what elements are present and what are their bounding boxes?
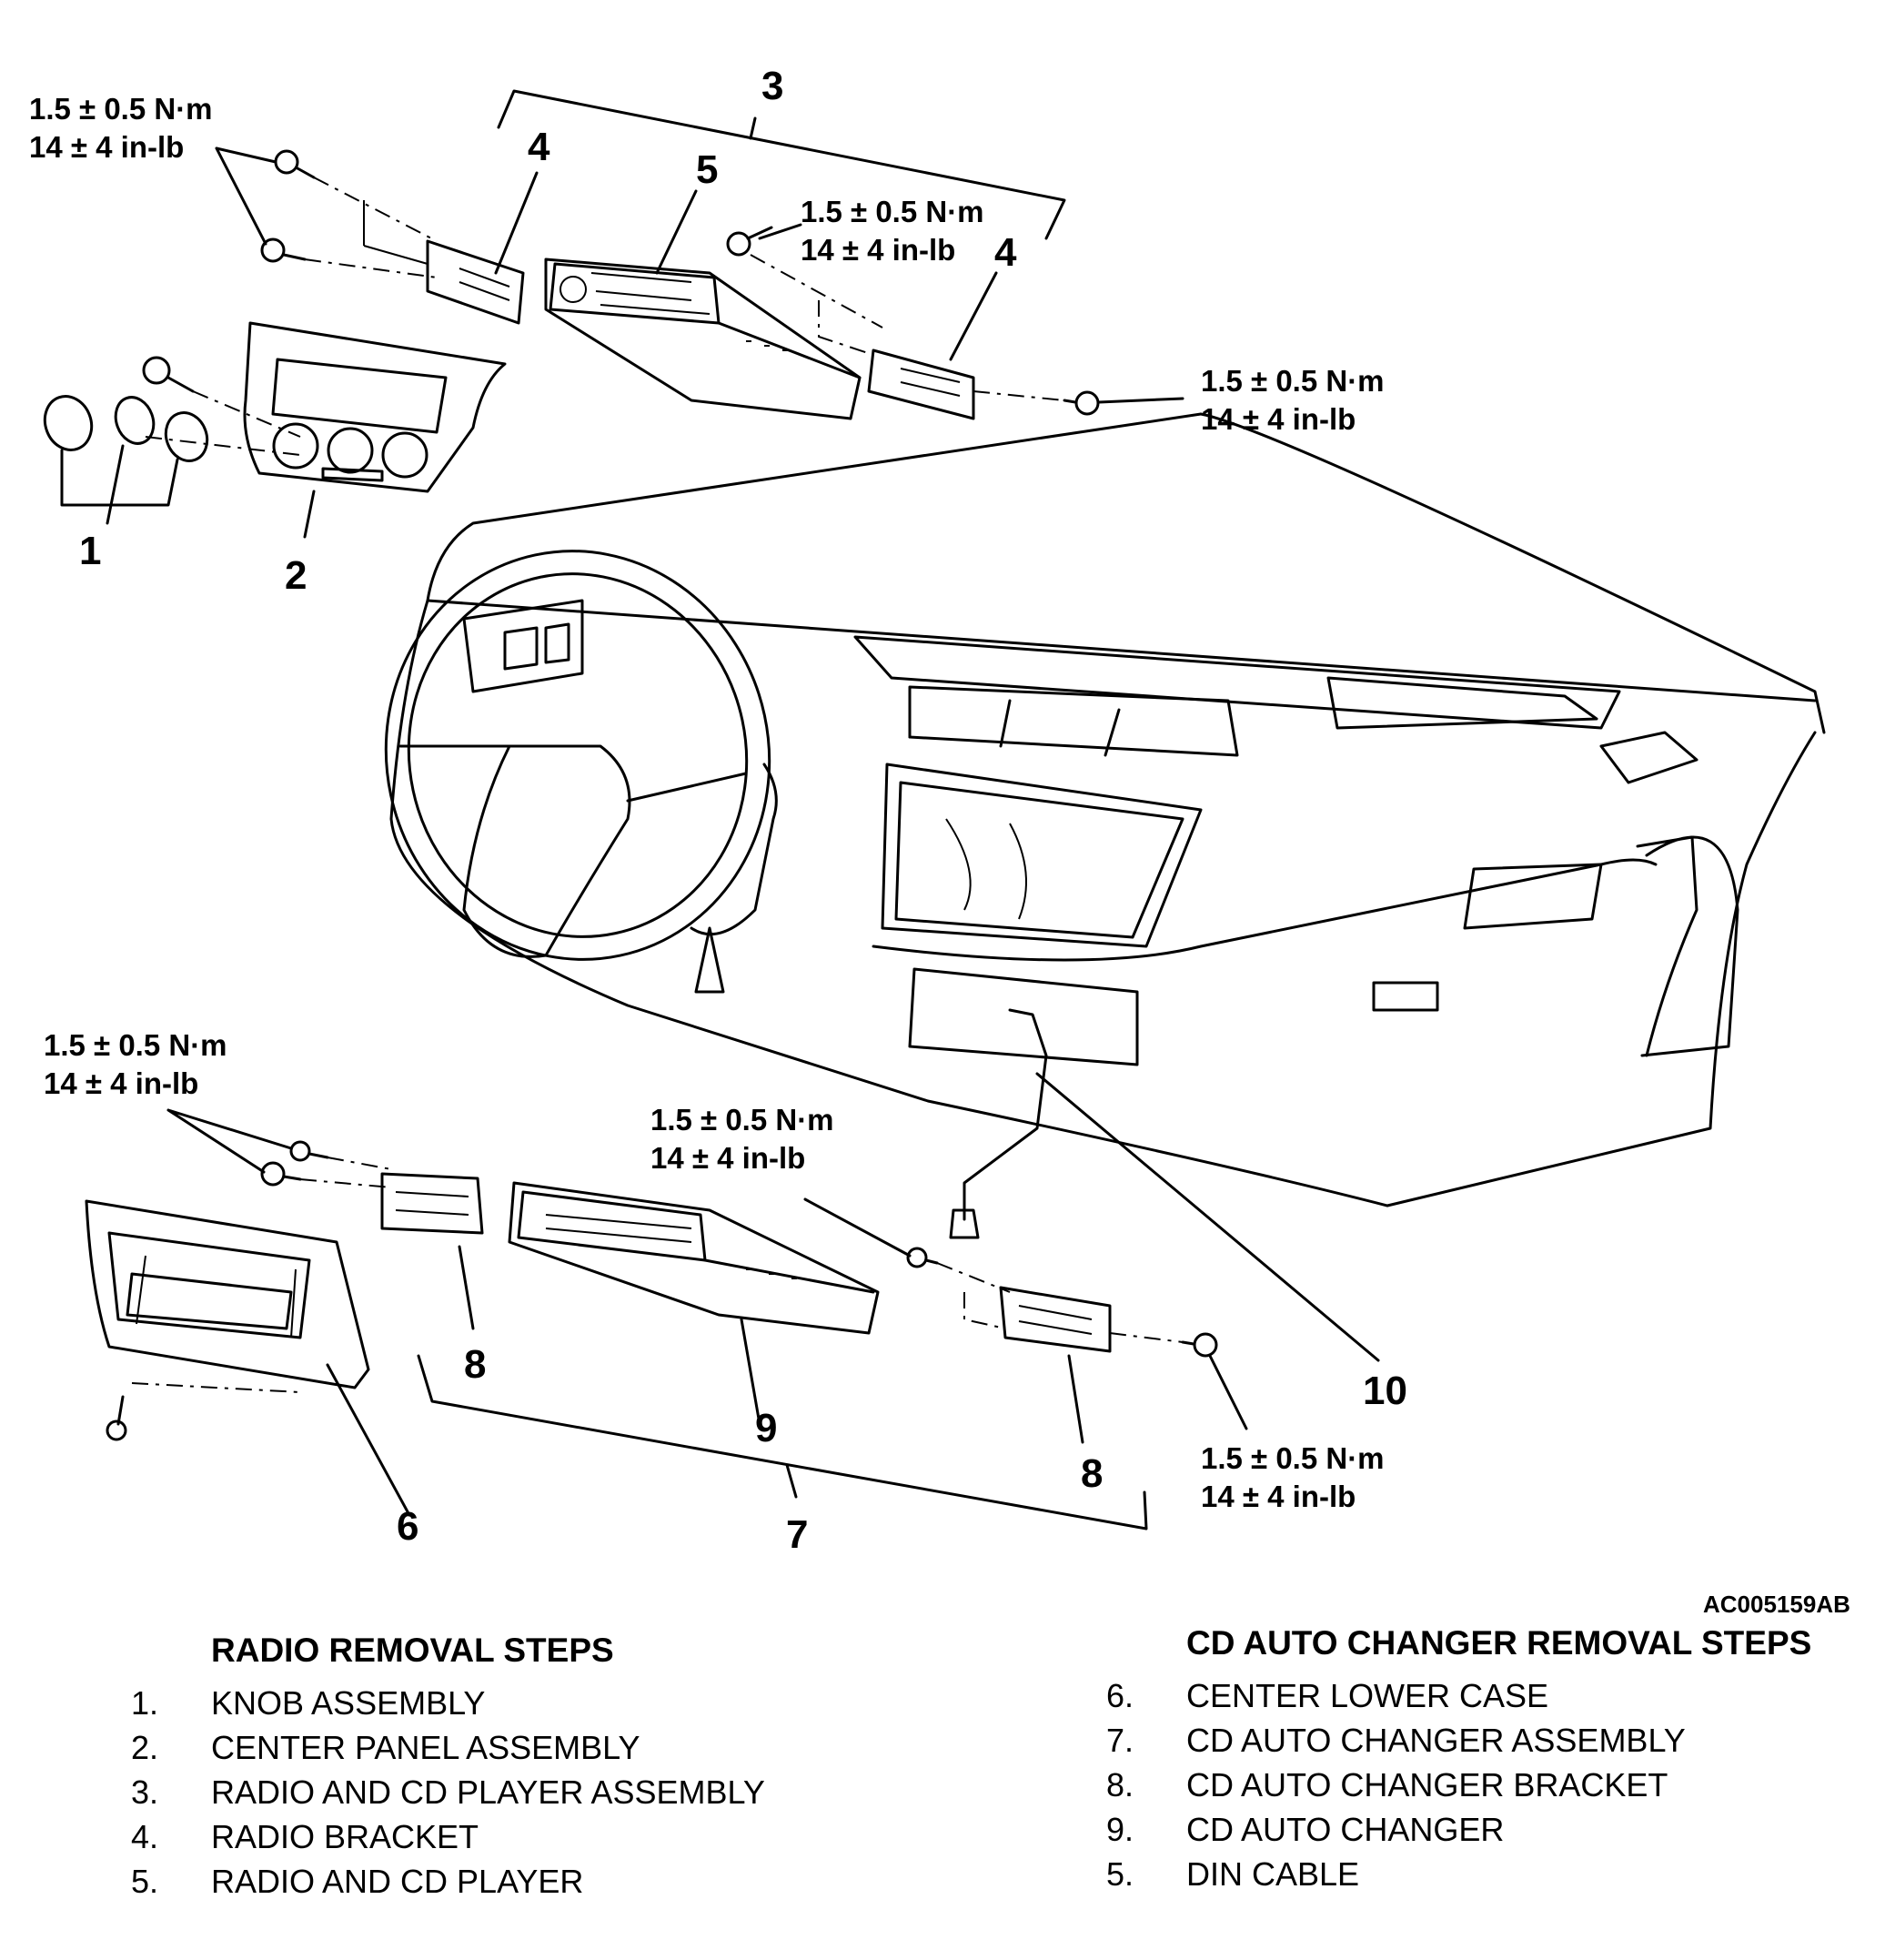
list-item: 8.CD AUTO CHANGER BRACKET (1106, 1766, 1668, 1803)
torque-inlb: 14 ± 4 in-lb (801, 233, 956, 267)
torque-inlb: 14 ± 4 in-lb (44, 1066, 199, 1100)
list-item: 5.RADIO AND CD PLAYER (131, 1863, 584, 1900)
callout-8-right: 8 (1081, 1451, 1104, 1496)
torque-inlb: 14 ± 4 in-lb (29, 130, 185, 164)
list-item: 6.CENTER LOWER CASE (1106, 1677, 1549, 1714)
torque-nm: 1.5 ± 0.5 N·m (650, 1103, 834, 1137)
leader-lines (166, 89, 1380, 1531)
callout-1: 1 (79, 529, 102, 573)
cd-changer-removal-steps: CD AUTO CHANGER REMOVAL STEPS 6.CENTER L… (1106, 1624, 1811, 1896)
torque-label-bottom-right: 1.5 ± 0.5 N·m 14 ± 4 in-lb (1201, 1440, 1385, 1516)
torque-label-bottom-left: 1.5 ± 0.5 N·m 14 ± 4 in-lb (44, 1026, 227, 1103)
callout-6: 6 (397, 1504, 419, 1549)
dashboard-drawing (384, 412, 1826, 1239)
torque-nm: 1.5 ± 0.5 N·m (44, 1028, 227, 1062)
callout-2: 2 (285, 553, 307, 598)
list-item: 1.KNOB ASSEMBLY (131, 1684, 486, 1722)
torque-label-top-right: 1.5 ± 0.5 N·m 14 ± 4 in-lb (1201, 362, 1385, 439)
torque-inlb: 14 ± 4 in-lb (1201, 1480, 1356, 1513)
list-item: 2.CENTER PANEL ASSEMBLY (131, 1729, 640, 1766)
torque-inlb: 14 ± 4 in-lb (650, 1141, 806, 1175)
radio-cd-player-drawing (544, 258, 862, 420)
radio-removal-steps: RADIO REMOVAL STEPS 1.KNOB ASSEMBLY 2.CE… (131, 1632, 765, 1904)
radio-bracket-left-drawing (260, 149, 525, 325)
torque-nm: 1.5 ± 0.5 N·m (1201, 364, 1385, 398)
cd-changer-bracket-right-drawing (906, 1247, 1218, 1444)
cd-steps-heading: CD AUTO CHANGER REMOVAL STEPS (1186, 1624, 1812, 1662)
radio-steps-heading: RADIO REMOVAL STEPS (211, 1632, 614, 1669)
list-item: 4.RADIO BRACKET (131, 1818, 479, 1855)
torque-label-top-left: 1.5 ± 0.5 N·m 14 ± 4 in-lb (29, 90, 213, 167)
callout-9: 9 (755, 1406, 778, 1450)
callout-4-right: 4 (994, 230, 1017, 275)
callout-7: 7 (786, 1512, 809, 1557)
list-item: 7.CD AUTO CHANGER ASSEMBLY (1106, 1722, 1686, 1759)
radio-bracket-right-drawing (726, 226, 1184, 420)
torque-label-bottom-center: 1.5 ± 0.5 N·m 14 ± 4 in-lb (650, 1101, 834, 1177)
cd-auto-changer-drawing (508, 1181, 880, 1426)
torque-label-top-center: 1.5 ± 0.5 N·m 14 ± 4 in-lb (801, 193, 984, 269)
list-item: 5.DIN CABLE (1106, 1855, 1360, 1893)
list-item: 9.CD AUTO CHANGER (1106, 1811, 1505, 1848)
callout-10: 10 (1363, 1369, 1407, 1413)
figure-id: AC005159AB (1703, 1591, 1850, 1618)
torque-nm: 1.5 ± 0.5 N·m (29, 92, 213, 126)
knob-assembly-drawing (43, 356, 301, 525)
torque-inlb: 14 ± 4 in-lb (1201, 402, 1356, 436)
torque-nm: 1.5 ± 0.5 N·m (1201, 1441, 1385, 1475)
exploded-view-diagram (43, 89, 1826, 1531)
callout-8-left: 8 (464, 1342, 487, 1387)
torque-nm: 1.5 ± 0.5 N·m (801, 195, 984, 228)
callout-3: 3 (761, 64, 784, 108)
center-panel-drawing (243, 321, 507, 539)
center-lower-case-drawing (85, 1199, 411, 1517)
list-item: 3.RADIO AND CD PLAYER ASSEMBLY (131, 1773, 765, 1811)
callout-5: 5 (696, 147, 719, 192)
cd-changer-bracket-left-drawing (260, 1140, 484, 1330)
callout-4-left: 4 (528, 125, 550, 169)
